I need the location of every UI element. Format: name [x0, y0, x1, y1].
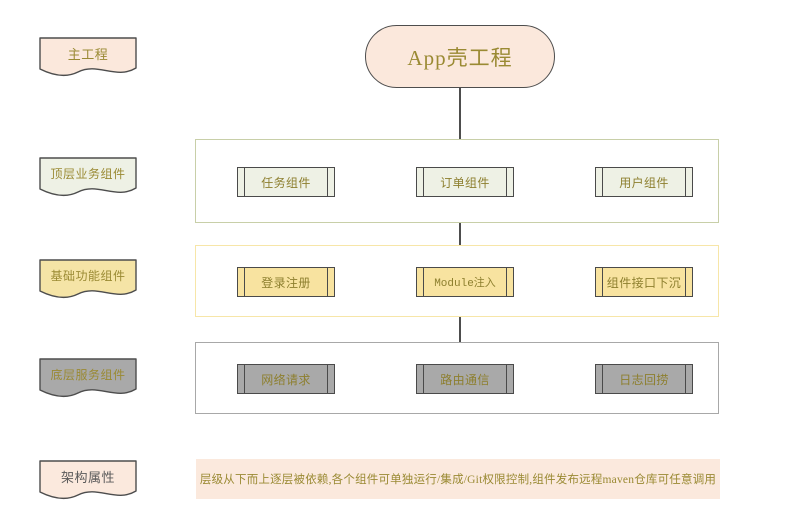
component-label: 用户组件: [619, 175, 669, 190]
component-log-retrieval[interactable]: 日志回捞: [595, 364, 693, 394]
component-network-request[interactable]: 网络请求: [237, 364, 335, 394]
stage-label-text: 架构属性: [60, 469, 115, 485]
component-label: 路由通信: [440, 372, 490, 387]
root-node-label: App壳工程: [407, 45, 513, 70]
component-login-register[interactable]: 登录注册: [237, 267, 335, 297]
connector-layer2-to-layer3: [459, 316, 461, 342]
root-node-app-shell[interactable]: App壳工程: [365, 25, 555, 88]
component-user[interactable]: 用户组件: [595, 167, 693, 197]
document-shape-icon: [39, 37, 137, 77]
document-shape-icon: [39, 358, 137, 398]
architecture-note-bar: 层级从下而上逐层被依赖,各个组件可单独运行/集成/Git权限控制,组件发布远程m…: [196, 459, 720, 499]
component-label: 网络请求: [261, 372, 311, 387]
component-label: 订单组件: [440, 175, 490, 190]
document-shape-icon: [39, 157, 137, 197]
component-interface-sink[interactable]: 组件接口下沉: [595, 267, 693, 297]
component-label: 任务组件: [261, 175, 311, 190]
component-label: 组件接口下沉: [606, 275, 682, 290]
layer-top-business-components: 任务组件 订单组件 用户组件: [195, 139, 719, 223]
component-label: Module注入: [434, 278, 496, 290]
layer-base-function-components: 登录注册 Module注入 组件接口下沉: [195, 245, 719, 317]
connector-root-to-layer1: [459, 88, 461, 140]
stage-label-architecture-attributes[interactable]: 架构属性: [38, 459, 138, 505]
component-task[interactable]: 任务组件: [237, 167, 335, 197]
component-label: 日志回捞: [619, 372, 669, 387]
document-shape-icon: [39, 259, 137, 299]
layer-bottom-service-components: 网络请求 路由通信 日志回捞: [195, 342, 719, 414]
stage-label-base-function-components[interactable]: 基础功能组件: [38, 258, 138, 304]
stage-label-text: 主工程: [67, 46, 109, 62]
component-label: 登录注册: [261, 275, 311, 290]
document-shape-icon: [39, 460, 137, 500]
component-order[interactable]: 订单组件: [416, 167, 514, 197]
component-module-inject[interactable]: Module注入: [416, 267, 514, 297]
stage-label-main-project[interactable]: 主工程: [38, 36, 138, 82]
stage-label-text: 基础功能组件: [50, 268, 126, 283]
stage-label-text: 底层服务组件: [50, 367, 126, 382]
connector-layer1-to-layer2: [459, 222, 461, 245]
stage-label-text: 顶层业务组件: [50, 166, 126, 181]
stage-label-bottom-service-components[interactable]: 底层服务组件: [38, 357, 138, 403]
component-route-communication[interactable]: 路由通信: [416, 364, 514, 394]
stage-label-top-business-components[interactable]: 顶层业务组件: [38, 156, 138, 202]
architecture-note-text: 层级从下而上逐层被依赖,各个组件可单独运行/集成/Git权限控制,组件发布远程m…: [199, 474, 717, 486]
